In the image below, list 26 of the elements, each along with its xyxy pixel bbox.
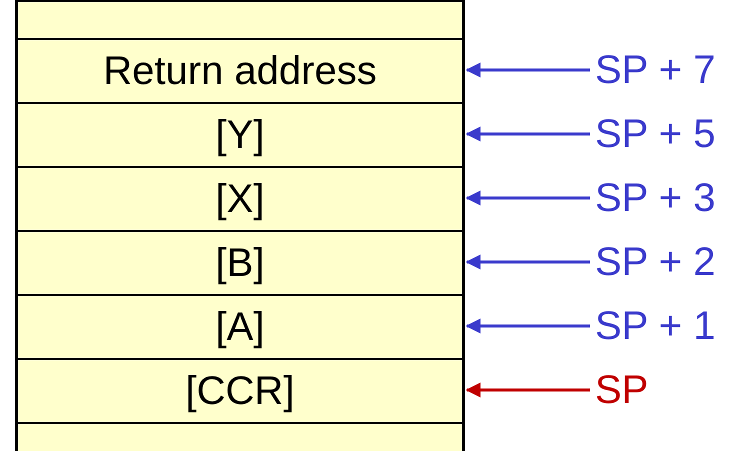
cell-label: [CCR] (186, 368, 294, 414)
pointer-label: SP + 2 (595, 238, 716, 286)
pointer-label: SP + 1 (595, 302, 716, 350)
arrow (466, 382, 590, 398)
cell-label: [A] (216, 304, 264, 350)
stack-cell (15, 102, 465, 166)
arrow (466, 62, 590, 78)
pointer-label: SP (595, 366, 648, 414)
cell-label: [B] (216, 240, 264, 286)
stack-cell (15, 358, 465, 422)
stack-cell (15, 294, 465, 358)
stack-cell (15, 230, 465, 294)
stack-cell (15, 38, 465, 102)
pointer-label: SP + 3 (595, 174, 716, 222)
cell-label: [X] (216, 176, 264, 222)
stack-cell (15, 422, 465, 451)
arrow (466, 254, 590, 270)
arrow (466, 190, 590, 206)
cell-label: [Y] (216, 112, 264, 158)
arrow (466, 126, 590, 142)
cell-label: Return address (103, 48, 377, 94)
pointer-label: SP + 7 (595, 46, 716, 94)
stack-cell (15, 166, 465, 230)
stack-cell (15, 0, 465, 38)
pointer-label: SP + 5 (595, 110, 716, 158)
arrow (466, 318, 590, 334)
